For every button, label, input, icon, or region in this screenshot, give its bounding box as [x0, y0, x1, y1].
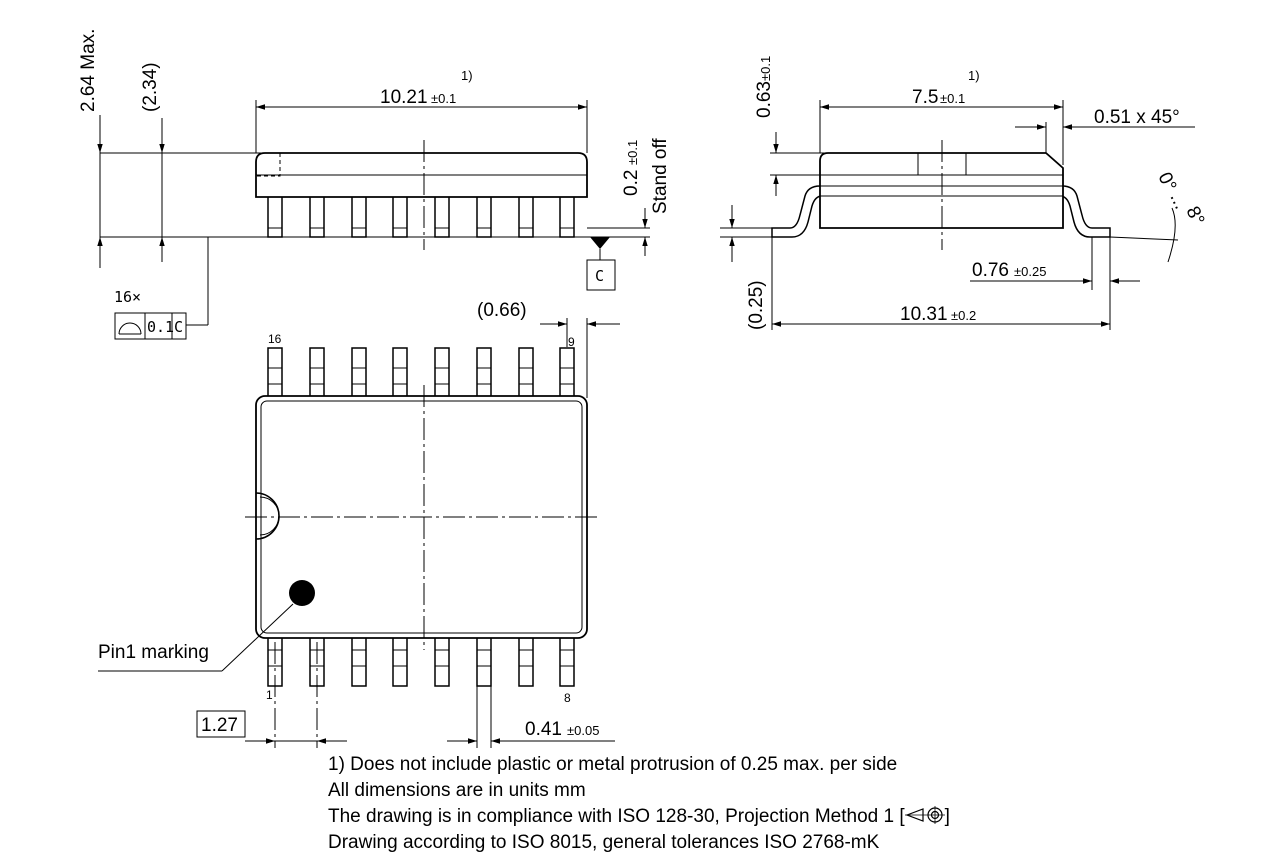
dim-pitch: 1.27	[201, 715, 238, 736]
top-lead	[267, 347, 283, 399]
pin-label-9: 9	[568, 335, 575, 349]
dim-standoff-tol: ±0.1	[625, 140, 640, 165]
profile-of-surface-icon	[118, 322, 142, 335]
bottom-lead	[392, 635, 408, 687]
dim-lead-width-tol: ±0.05	[567, 723, 599, 738]
pin-label-8: 8	[564, 691, 571, 705]
end-view: 0.63 ±0.1 7.5 ±0.1 1) 0.51 x 45° 0° ... …	[720, 56, 1208, 330]
dim-overall-width-tol: ±0.2	[951, 308, 976, 323]
top-lead	[559, 347, 575, 399]
angle-arc	[1167, 207, 1176, 263]
note-projection: The drawing is in compliance with ISO 12…	[328, 804, 950, 830]
projection-method-icon	[904, 806, 945, 824]
note-protrusion: 1) Does not include plastic or metal pro…	[328, 754, 898, 775]
pin1-marking-label: Pin1 marking	[98, 642, 209, 663]
top-lead	[434, 347, 450, 399]
dim-side-height-tol: ±0.1	[758, 56, 773, 81]
top-lead	[518, 347, 534, 399]
datum-label: C	[595, 267, 604, 285]
dim-foot-length: 0.76	[972, 260, 1009, 281]
dim-lead-offset-ref: (0.66)	[477, 300, 527, 321]
dim-body-width-tol: ±0.1	[940, 91, 965, 106]
dim-overall-width: 10.31	[900, 304, 948, 325]
coplanarity-frame	[114, 312, 187, 340]
pin-label-1: 1	[266, 688, 273, 702]
dim-body-width: 7.5	[912, 87, 938, 108]
note-standards: Drawing according to ISO 8015, general t…	[328, 832, 880, 853]
dim-body-length-tol: ±0.1	[431, 91, 456, 106]
coplanarity-datum: C	[174, 318, 183, 336]
top-view: 16 9 1 8 (0.66) Pin1 marking 1.27 0.41 ±…	[98, 300, 620, 748]
dim-body-length: 10.21	[380, 87, 428, 108]
top-lead	[392, 347, 408, 399]
dim-standoff-label: Stand off	[650, 138, 671, 214]
bottom-lead	[559, 635, 575, 687]
pitch-basic-frame	[196, 710, 246, 738]
top-lead	[309, 347, 325, 399]
front-view: 2.64 Max. (2.34) 10.21 ±0.1 1) 0.2 ±0.1 …	[78, 29, 671, 340]
dim-side-height: 0.63	[754, 81, 775, 118]
bottom-lead	[476, 635, 492, 687]
bottom-lead	[518, 635, 534, 687]
coplanarity-count: 16×	[114, 288, 141, 306]
notes: 1) Does not include plastic or metal pro…	[328, 752, 950, 856]
pin1-dot-icon	[289, 580, 315, 606]
dim-chamfer: 0.51 x 45°	[1094, 107, 1180, 128]
dim-standoff: 0.2	[621, 170, 642, 196]
datum-triangle-icon	[590, 237, 610, 249]
dim-lead-width: 0.41	[525, 719, 562, 740]
dim-max-height: 2.64 Max.	[78, 29, 99, 112]
front-view-hidden-edge	[256, 153, 281, 177]
note-projection-text: The drawing is in compliance with ISO 12…	[328, 806, 905, 827]
dim-foot-length-tol: ±0.25	[1014, 264, 1046, 279]
bottom-lead	[434, 635, 450, 687]
dim-angle-max: 8°	[1181, 203, 1208, 228]
dim-angle-min: 0°	[1153, 169, 1180, 194]
dim-lead-thickness-ref: (0.25)	[746, 280, 767, 330]
pin-label-16: 16	[268, 332, 282, 346]
top-lead	[351, 347, 367, 399]
note-units: All dimensions are in units mm	[328, 780, 586, 801]
dim-body-length-note: 1)	[461, 68, 473, 83]
top-lead	[476, 347, 492, 399]
coplanarity-value: 0.1	[147, 318, 174, 336]
datum-frame	[586, 259, 616, 291]
bottom-lead	[351, 635, 367, 687]
note-projection-end: ]	[944, 806, 950, 827]
dim-body-height-ref: (2.34)	[140, 62, 161, 112]
dim-body-width-note: 1)	[968, 68, 980, 83]
